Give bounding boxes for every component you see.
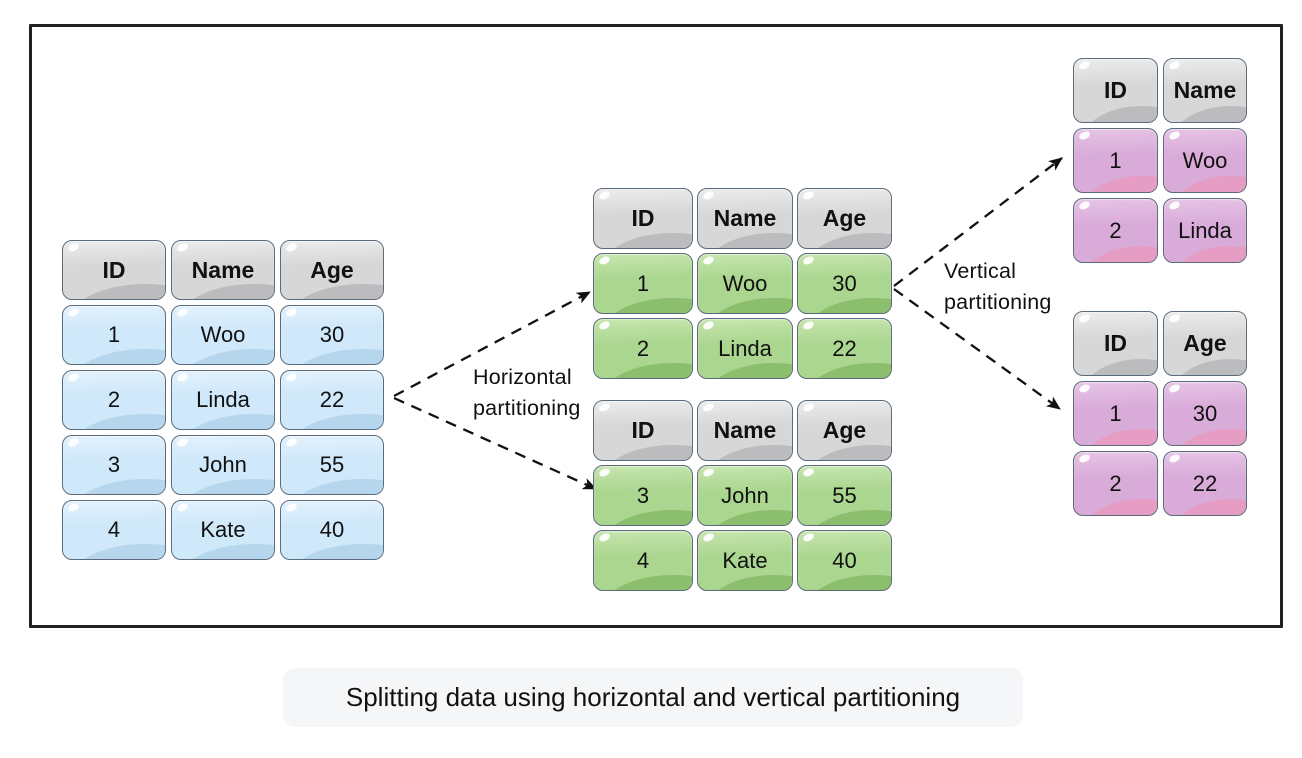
cell-text: Woo xyxy=(1182,147,1228,173)
data-cell: 40 xyxy=(797,530,892,591)
header-cell: Name xyxy=(697,188,793,249)
data-cell: 40 xyxy=(280,500,384,560)
cell-text: 22 xyxy=(1192,470,1218,496)
cell-text: ID xyxy=(1104,77,1127,103)
cell-text: Name xyxy=(1173,77,1237,103)
data-cell: 1 xyxy=(593,253,693,314)
cell-text: Age xyxy=(310,256,354,283)
cell-text: 2 xyxy=(107,387,121,412)
cell-text: John xyxy=(721,482,769,508)
data-cell: 4 xyxy=(593,530,693,591)
data-cell: 30 xyxy=(1163,381,1247,446)
cell-text: John xyxy=(199,452,247,477)
data-cell: 55 xyxy=(797,465,892,526)
cell-text: ID xyxy=(631,205,655,231)
cell-text: Woo xyxy=(722,270,768,296)
cell-text: 1 xyxy=(636,270,650,296)
data-cell: Linda xyxy=(1163,198,1247,263)
data-cell: 3 xyxy=(593,465,693,526)
data-cell: 2 xyxy=(1073,451,1158,516)
header-cell: Age xyxy=(797,400,892,461)
cell-text: 2 xyxy=(1109,470,1122,496)
data-cell: 2 xyxy=(62,370,166,430)
cell-text: 22 xyxy=(832,335,857,361)
cell-text: Woo xyxy=(200,322,246,347)
cell-text: ID xyxy=(102,256,126,283)
data-cell: Kate xyxy=(697,530,793,591)
horizontal-partitioning-label: Horizontal partitioning xyxy=(473,365,581,420)
cell-text: 3 xyxy=(636,482,650,508)
cell-text: 30 xyxy=(1192,400,1218,426)
data-cell: Woo xyxy=(171,305,275,365)
cell-text: Linda xyxy=(196,387,250,412)
cell-text: 2 xyxy=(1109,217,1122,243)
cell-text: 4 xyxy=(107,517,121,542)
data-cell: John xyxy=(697,465,793,526)
header-cell: Age xyxy=(1163,311,1247,376)
cell-text: 1 xyxy=(107,322,121,347)
header-cell: Age xyxy=(797,188,892,249)
cell-text: 2 xyxy=(636,335,650,361)
cell-text: 22 xyxy=(319,387,345,412)
header-cell: ID xyxy=(593,188,693,249)
header-cell: Age xyxy=(280,240,384,300)
cell-text: Name xyxy=(713,205,777,231)
cell-text: Age xyxy=(822,205,867,231)
data-cell: 4 xyxy=(62,500,166,560)
data-cell: 1 xyxy=(62,305,166,365)
cell-text: Name xyxy=(191,256,255,283)
data-cell: 1 xyxy=(1073,128,1158,193)
data-cell: 3 xyxy=(62,435,166,495)
data-cell: Woo xyxy=(1163,128,1247,193)
cell-text: 55 xyxy=(319,452,345,477)
data-cell: 22 xyxy=(280,370,384,430)
data-cell: 2 xyxy=(593,318,693,379)
data-cell: 30 xyxy=(280,305,384,365)
cell-text: 55 xyxy=(832,482,857,508)
data-cell: 55 xyxy=(280,435,384,495)
cell-text: 1 xyxy=(1109,147,1122,173)
horizontal-partition-table-2: ID Name Age 3 John 55 4 Kate 40 xyxy=(593,400,892,591)
cell-text: Kate xyxy=(200,517,246,542)
cell-text: 30 xyxy=(832,270,857,296)
data-cell: Woo xyxy=(697,253,793,314)
cell-text: ID xyxy=(1104,330,1127,356)
cell-text: Age xyxy=(822,417,867,443)
header-cell: Name xyxy=(171,240,275,300)
cell-text: 40 xyxy=(319,517,345,542)
data-cell: 2 xyxy=(1073,198,1158,263)
cell-text: Name xyxy=(713,417,777,443)
vertical-partition-table-1: ID Name 1 Woo 2 Linda xyxy=(1073,58,1247,263)
header-cell: Name xyxy=(1163,58,1247,123)
caption-text: Splitting data using horizontal and vert… xyxy=(345,682,961,712)
data-cell: John xyxy=(171,435,275,495)
horizontal-partition-table-1: ID Name Age 1 Woo 30 2 Linda 22 xyxy=(593,188,892,379)
cell-text: Linda xyxy=(718,335,772,361)
data-cell: 1 xyxy=(1073,381,1158,446)
header-cell: ID xyxy=(1073,58,1158,123)
cell-text: 3 xyxy=(107,452,121,477)
cell-text: 1 xyxy=(1109,400,1122,426)
cell-text: 30 xyxy=(319,322,345,347)
header-cell: ID xyxy=(1073,311,1158,376)
caption-box: Splitting data using horizontal and vert… xyxy=(283,668,1023,727)
original-table: ID Name Age 1 Woo 30 2 Linda 22 3 John 55 4 Kate 40 xyxy=(62,240,384,560)
data-cell: Kate xyxy=(171,500,275,560)
cell-text: 40 xyxy=(832,547,857,573)
header-cell: ID xyxy=(593,400,693,461)
vertical-partitioning-label: Vertical partitioning xyxy=(944,259,1052,314)
header-cell: Name xyxy=(697,400,793,461)
cell-text: Kate xyxy=(722,547,768,573)
data-cell: 22 xyxy=(1163,451,1247,516)
cell-text: Linda xyxy=(1178,217,1232,243)
cell-text: 4 xyxy=(636,547,650,573)
data-cell: 22 xyxy=(797,318,892,379)
cell-text: Age xyxy=(1183,330,1227,356)
data-cell: Linda xyxy=(171,370,275,430)
cell-text: ID xyxy=(631,417,655,443)
header-cell: ID xyxy=(62,240,166,300)
data-cell: Linda xyxy=(697,318,793,379)
data-cell: 30 xyxy=(797,253,892,314)
